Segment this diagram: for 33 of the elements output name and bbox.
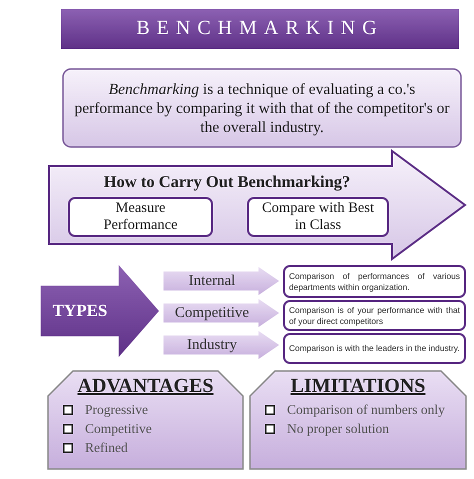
type-label: Internal [188, 272, 236, 290]
list-item: Competitive [85, 420, 153, 438]
list-item: Progressive [85, 401, 149, 419]
type-tab [162, 330, 280, 360]
types-label: TYPES [52, 300, 108, 322]
step-text: Compare with Best in Class [261, 199, 375, 235]
list-item: Comparison of numbers only [287, 401, 445, 419]
process-panel [48, 150, 466, 260]
type-label: Competitive [174, 304, 250, 322]
description-box [283, 333, 466, 364]
title-banner [60, 8, 460, 50]
types-tab [40, 263, 160, 359]
description-box [283, 300, 466, 331]
step-box [247, 197, 389, 237]
type-tab [162, 298, 280, 328]
step-text: Measure Performance [102, 199, 179, 235]
definition-box [62, 68, 462, 148]
heading-text: How to Carry Out Benchmarking? [102, 172, 352, 192]
description-text: Comparison is of your performance with that of your direct competitors [289, 304, 460, 328]
description-text: Comparison of performances of various departments within organization. [289, 270, 460, 294]
description-box [283, 265, 466, 298]
description-text: Comparison is with the leaders in the industry. [289, 342, 460, 356]
panel-heading: ADVANTAGES [76, 375, 214, 398]
type-tab [162, 266, 280, 296]
step-box [68, 197, 213, 237]
limitations-panel [249, 370, 467, 470]
advantages-panel [47, 370, 244, 470]
panel-heading: LIMITATIONS [290, 375, 426, 398]
list-item: No proper solution [287, 420, 390, 438]
list-item: Refined [85, 439, 129, 457]
type-label: Industry [186, 336, 238, 354]
definition-text: Benchmarking is a technique of evaluating a co.'s performance by comparing it with that of the competitor's or the overall industry. [73, 80, 451, 137]
title-text: BENCHMARKING [135, 17, 385, 40]
